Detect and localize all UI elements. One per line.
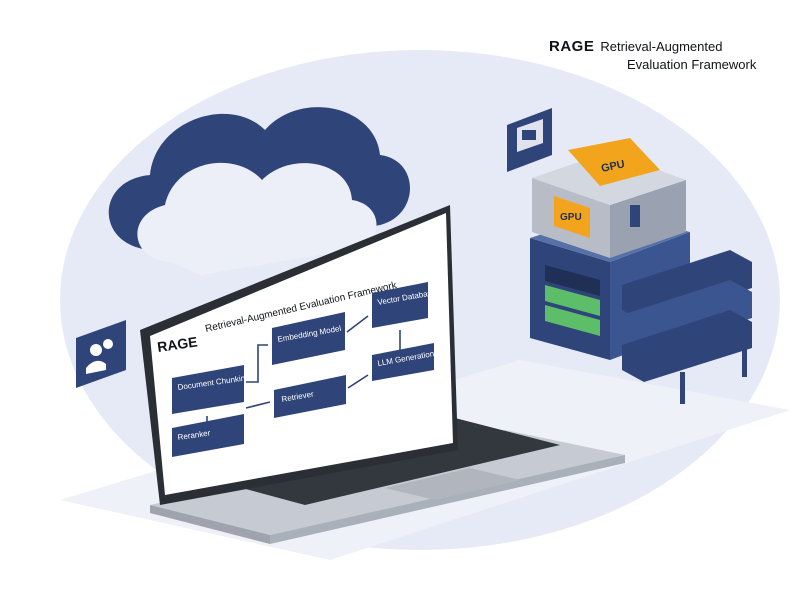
- cloud-icon: [108, 107, 410, 275]
- node-embedding-model: Embedding Model: [272, 312, 345, 365]
- gpu-top-label: GPU: [600, 158, 626, 175]
- node-llm-generation: LLM Generation: [372, 343, 435, 381]
- page-title: RAGE Retrieval-Augmented Evaluation Frame…: [549, 38, 789, 72]
- subtitle-line-1: Retrieval-Augmented: [600, 39, 723, 54]
- flow-arrows: [206, 315, 401, 424]
- laptop-screen: RAGE Retrieval-Augmented Evaluation Fram…: [156, 280, 437, 457]
- gpu-chip-icon: GPU GPU: [532, 138, 686, 258]
- node-vector-database: Vector Database: [372, 282, 437, 328]
- brand-name: RAGE: [549, 38, 595, 55]
- user-group-icon: [76, 320, 126, 388]
- node-document-chunking: Document Chunking: [172, 365, 250, 414]
- node-retriever: Retriever: [274, 375, 346, 418]
- server-rack-icon: [530, 212, 752, 404]
- node-reranker: Reranker: [172, 414, 244, 457]
- screen-brand: RAGE: [156, 333, 198, 354]
- gpu-side-label: GPU: [560, 212, 582, 223]
- monitor-icon: [507, 108, 552, 172]
- subtitle-line-2: Evaluation Framework: [627, 57, 757, 72]
